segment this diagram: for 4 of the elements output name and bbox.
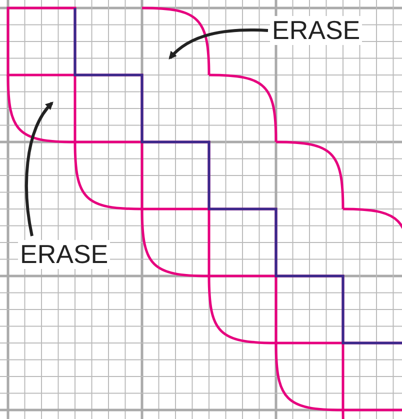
erase-label: ERASE — [270, 16, 362, 45]
leader-line — [168, 28, 268, 60]
erase-label: ERASE — [18, 240, 110, 269]
leader-line — [25, 102, 54, 236]
